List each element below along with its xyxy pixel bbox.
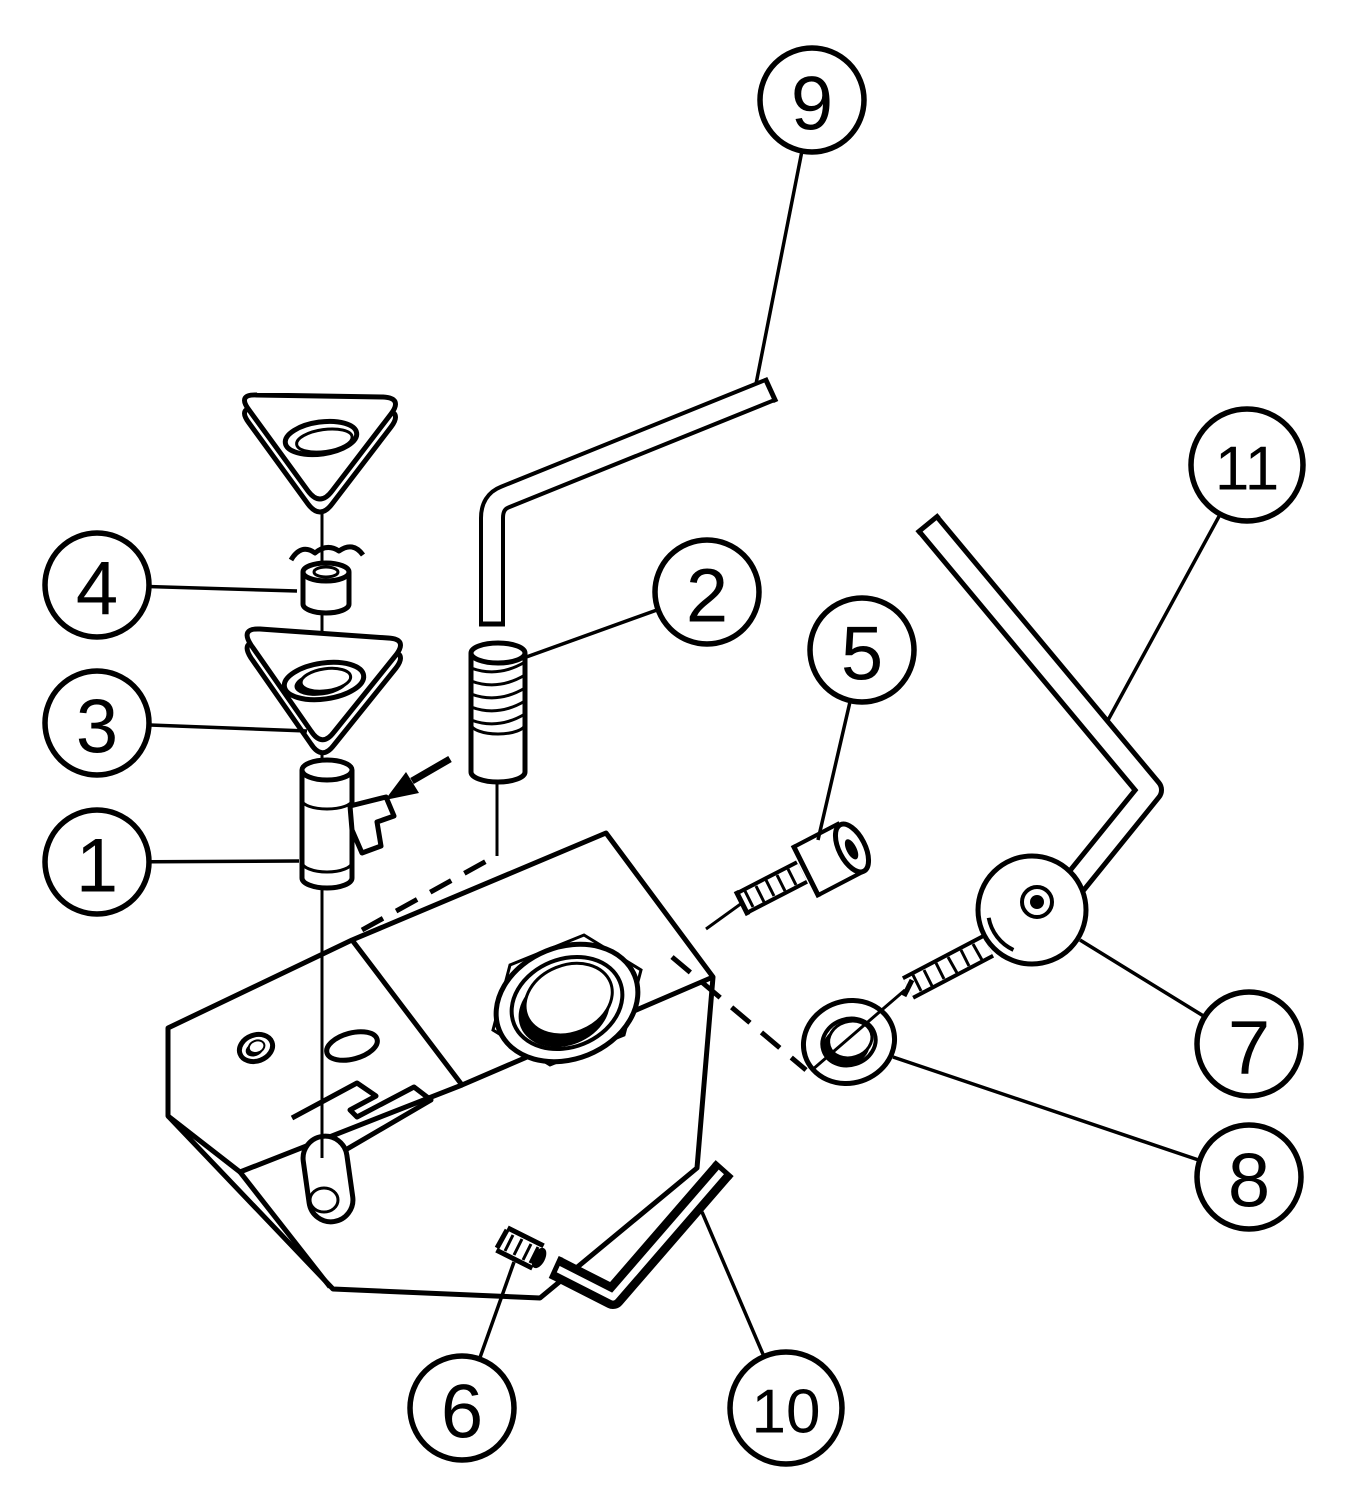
clamp-pin-ring-lower [300,861,354,874]
ball-screw-threads [911,943,984,992]
callout-number-2: 2 [686,554,728,639]
triangular-insert-spare [242,392,398,515]
callouts: 1 2 3 4 5 6 7 8 [42,45,1306,1467]
callout-10: 10 [727,1349,845,1467]
side-hole-inner [247,1039,266,1054]
ball-knob-socket [1030,895,1044,909]
washer [800,997,898,1087]
callout-circle-5 [807,595,917,705]
set-screw [494,1225,547,1271]
clamp-pin-cylinder [299,770,355,891]
hex-key-medium-body [921,518,1159,901]
hex-key-small-end-cap [548,1255,564,1281]
clamp-pin-top [299,757,355,783]
adjustment-screw-top [468,640,528,666]
insert-threaded-hole [281,659,367,703]
callout-number-11: 11 [1215,435,1279,504]
callout-circle-8 [1194,1122,1304,1232]
callout-circle-7 [1194,989,1304,1099]
callout-6: 6 [407,1353,517,1463]
direction-arrow-icon [385,755,452,800]
callout-2: 2 [652,537,762,647]
tool-body-left-chamfer-edge [238,1170,332,1289]
clamp-pin-lever [347,794,397,856]
ball-grip-screw [901,853,1089,1000]
shim-top-hole [312,565,340,579]
callout-circle-11 [1188,406,1306,524]
callout-1: 1 [42,807,152,917]
shim-spring-clip [288,544,366,616]
hex-key-large [479,376,779,627]
callout-number-7: 7 [1228,1006,1270,1091]
callout-11: 11 [1188,406,1306,524]
hole-chamfer-hexagon [491,933,643,1067]
washer-axis-line [811,988,906,1072]
callout-number-9: 9 [791,62,833,147]
hex-key-large-body [483,381,774,624]
socket-screw-face [832,821,872,875]
socket-screw-threads [743,868,798,908]
arrow-head [385,772,419,800]
callout-circle-2 [652,537,762,647]
callout-number-4: 4 [76,547,118,632]
insert-hole-inner [299,666,353,693]
adjustment-screw-threads [470,660,526,726]
set-screw-cap [494,1228,510,1250]
tool-body [165,830,716,1301]
oval-clamp-hole [324,1029,380,1063]
arrow-tail [410,755,452,785]
callout-number-5: 5 [841,612,883,697]
adjustment-screw [468,640,528,785]
socket-screw-hex-socket [844,839,859,860]
callout-3: 3 [42,668,152,778]
ball-knob-shade-arc [986,864,1079,956]
ball-screw-tip-cap [901,978,915,998]
hex-key-small-highlight [554,1167,726,1301]
tool-body-silhouette [165,830,716,1301]
spring-clip-wire [288,544,366,562]
callout-4: 4 [42,530,152,640]
leader-line-8 [892,1055,1250,1179]
keyway-notch [290,1080,434,1155]
hex-key-medium-end-cap [915,513,941,535]
bore-inner [523,961,614,1037]
ball-screw-shank [903,938,993,996]
screw5-axis-line [705,901,743,931]
callout-circle-6 [407,1353,517,1463]
hex-key-small [548,1160,734,1309]
callout-9: 9 [757,45,867,155]
hex-key-small-tip-cap [712,1160,734,1180]
hex-key-large-tip-cap [762,376,779,404]
set-screw-end [531,1247,547,1269]
washer-hole [827,1019,874,1060]
hidden-line-clampscrew-axis [670,955,808,1072]
callout-circle-10 [727,1349,845,1467]
callout-circle-4 [42,530,152,640]
callout-number-6: 6 [441,1370,483,1455]
socket-screw-tip-cap [733,889,751,917]
hidden-line-screw2-axis [360,855,494,933]
triangular-insert [244,626,403,756]
callout-circle-1 [42,807,152,917]
clamp-pin [299,757,397,891]
callout-circle-9 [757,45,867,155]
callout-number-3: 3 [76,685,118,770]
socket-head-screw [733,821,872,917]
insert-spare-hole-inner [295,427,354,454]
callout-number-8: 8 [1228,1139,1270,1224]
callout-5: 5 [807,595,917,705]
shim-top-face [300,560,352,584]
side-set-screw-hole [236,1031,276,1065]
adjustment-screw-collar [469,723,527,736]
callout-circle-3 [42,668,152,778]
callout-number-10: 10 [752,1378,821,1447]
callout-number-1: 1 [76,824,118,909]
insert-spare-hole [282,418,360,458]
callout-7: 7 [1194,989,1304,1099]
threaded-bore [493,941,641,1065]
front-slot-hole [308,1186,340,1214]
callout-8: 8 [1194,1122,1304,1232]
socket-screw-head-cap [790,843,822,899]
